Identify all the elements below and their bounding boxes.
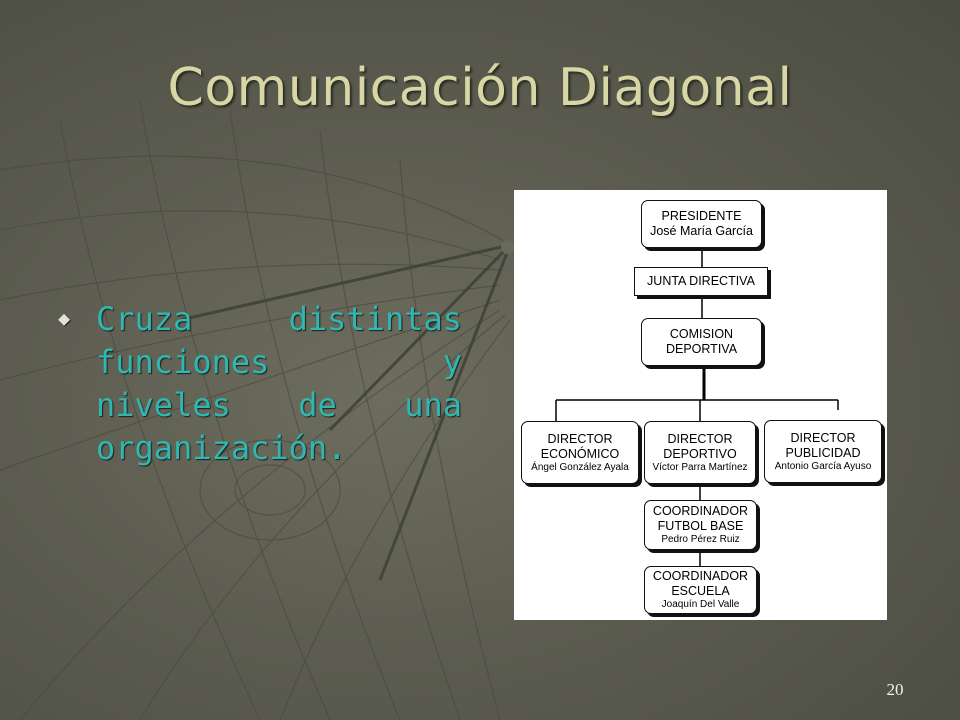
org-node-president: PRESIDENTE José María García bbox=[641, 200, 762, 248]
president-title: PRESIDENTE bbox=[661, 209, 742, 223]
pivot-circle bbox=[501, 240, 515, 254]
commission-title-line2: DEPORTIVA bbox=[665, 342, 738, 356]
director-sports-line2: DEPORTIVO bbox=[663, 446, 737, 461]
director-advertising-line1: DIRECTOR bbox=[790, 430, 856, 445]
coord-football-line1: COORDINADOR bbox=[652, 504, 749, 518]
org-node-coord-school: COORDINADOR ESCUELA Joaquín Del Valle bbox=[644, 566, 757, 614]
org-node-director-sports: DIRECTOR DEPORTIVO Víctor Parra Martínez bbox=[644, 421, 756, 484]
director-sports-name: Víctor Parra Martínez bbox=[652, 461, 748, 473]
coord-football-name: Pedro Pérez Ruiz bbox=[661, 534, 740, 545]
slide-title: Comunicación Diagonal bbox=[167, 58, 793, 118]
director-sports-line1: DIRECTOR bbox=[667, 431, 733, 446]
bullet-text: Cruza distintas funciones y niveles de u… bbox=[96, 300, 462, 467]
director-advertising-line2: PUBLICIDAD bbox=[785, 445, 861, 460]
president-name: José María García bbox=[650, 224, 753, 238]
org-node-commission: COMISION DEPORTIVA bbox=[641, 318, 762, 366]
commission-title-line1: COMISION bbox=[669, 327, 734, 341]
org-node-board: JUNTA DIRECTIVA bbox=[634, 267, 768, 296]
director-economic-line1: DIRECTOR bbox=[547, 431, 613, 446]
diamond-bullet-icon: ◆ bbox=[58, 306, 71, 330]
coord-school-line1: COORDINADOR bbox=[652, 569, 749, 583]
org-node-coord-football: COORDINADOR FUTBOL BASE Pedro Pérez Ruiz bbox=[644, 500, 757, 550]
org-node-director-advertising: DIRECTOR PUBLICIDAD Antonio García Ayuso bbox=[764, 420, 882, 483]
bullet-point: ◆ Cruza distintas funciones y niveles de… bbox=[58, 298, 462, 470]
director-economic-name: Ángel González Ayala bbox=[531, 461, 629, 473]
page-number: 20 bbox=[886, 680, 904, 699]
director-advertising-name: Antonio García Ayuso bbox=[774, 460, 872, 472]
org-node-director-economic: DIRECTOR ECONÓMICO Ángel González Ayala bbox=[521, 421, 639, 484]
org-chart: PRESIDENTE José María García JUNTA DIREC… bbox=[514, 190, 887, 620]
director-economic-line2: ECONÓMICO bbox=[540, 446, 620, 461]
coord-school-line2: ESCUELA bbox=[671, 584, 730, 598]
board-title: JUNTA DIRECTIVA bbox=[647, 274, 755, 288]
coord-school-name: Joaquín Del Valle bbox=[661, 599, 740, 610]
org-chart-connectors bbox=[555, 248, 839, 566]
coord-football-line2: FUTBOL BASE bbox=[657, 519, 744, 533]
